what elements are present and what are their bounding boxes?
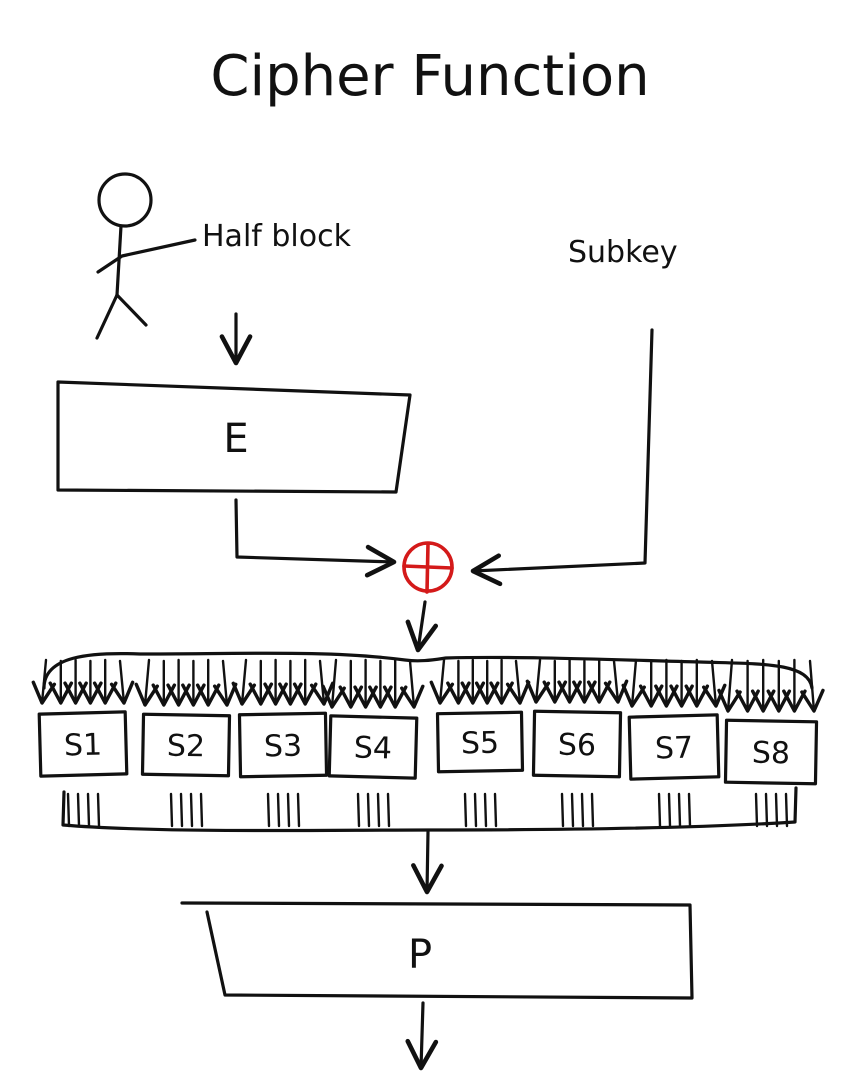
subkey-to-xor-arrow xyxy=(470,328,654,587)
sbox-output-tick xyxy=(86,792,91,828)
expansion-box: E xyxy=(56,380,412,494)
sbox-label: S5 xyxy=(461,726,500,762)
sbox-input-arrow xyxy=(717,658,742,713)
sbox-output-bus xyxy=(61,786,798,833)
person-icon xyxy=(95,172,197,340)
sbox-output-tick xyxy=(657,792,662,828)
expansion-label: E xyxy=(223,416,248,462)
sbox-input-bus xyxy=(42,651,814,690)
sbox-frame xyxy=(327,714,419,780)
sbox-input-arrow xyxy=(212,659,238,707)
subkey-label: Subkey xyxy=(568,235,678,270)
sbox-output-tick xyxy=(570,792,575,828)
permutation-label: P xyxy=(408,932,432,978)
sbox-output-tick xyxy=(493,792,498,828)
sbox-frame xyxy=(140,712,232,778)
sbox-5: S5 xyxy=(435,710,525,774)
sbox-2: S2 xyxy=(140,712,232,778)
sbox-output-tick xyxy=(580,792,585,828)
sbox-output-tick xyxy=(96,792,101,828)
sbox-label: S7 xyxy=(655,731,694,767)
sbox-output-tick xyxy=(276,792,281,828)
sbox-input-arrow xyxy=(400,659,425,709)
sbox-input-arrow xyxy=(109,659,135,705)
sbox-output-tick xyxy=(386,792,391,828)
sbox-input-arrow xyxy=(621,658,646,708)
sbox-output-tick xyxy=(590,792,595,828)
sbox-input-arrow xyxy=(309,659,335,706)
output-arrow xyxy=(405,1001,439,1071)
sbox-output-tick xyxy=(677,792,682,828)
sbox-frame xyxy=(37,710,129,778)
sbox-input-arrows xyxy=(31,658,825,713)
sbox-input-arrow xyxy=(31,658,57,705)
sbox-3: S3 xyxy=(237,711,329,779)
sbox-input-arrow xyxy=(702,659,727,708)
sbox-7: S7 xyxy=(627,713,721,781)
sbox-frame xyxy=(627,713,721,781)
sbox-output-tick xyxy=(199,792,204,828)
sbox-output-tick xyxy=(376,792,381,828)
half-block-label: Half block xyxy=(202,219,352,254)
expansion-to-xor-arrow xyxy=(234,498,397,578)
sbox-output-tick xyxy=(784,792,789,828)
sbox-output-tick xyxy=(179,792,184,828)
sbox-output-tick xyxy=(463,792,468,828)
sbox-8: S8 xyxy=(723,718,819,786)
sbox-label: S1 xyxy=(64,728,103,764)
sbox-input-arrow xyxy=(231,658,257,706)
sbox-input-arrow xyxy=(603,659,629,704)
sbox-output-tick xyxy=(76,792,81,828)
xor-to-sboxes-arrow xyxy=(405,600,439,653)
sbox-input-arrow xyxy=(525,658,551,704)
xor-icon xyxy=(402,541,454,594)
sbox-input-arrow xyxy=(429,658,455,705)
sbox-frame xyxy=(723,718,819,786)
sbox-input-arrow xyxy=(800,659,825,713)
sbox-output-tick xyxy=(774,792,779,828)
sbox-label: S2 xyxy=(167,729,206,765)
sbox-input-arrow xyxy=(505,659,531,705)
sbox-label: S3 xyxy=(264,729,303,765)
sbox-row: S1 S2 S3 S4 S5 S6 S7 S8 xyxy=(37,709,819,786)
sbox-output-tick xyxy=(266,792,271,828)
sbox-6: S6 xyxy=(531,709,623,779)
permutation-box: P xyxy=(180,901,694,1000)
sboxes-to-permutation-arrow xyxy=(411,830,444,895)
sbox-input-arrow xyxy=(321,658,346,709)
sbox-frame xyxy=(435,710,525,774)
sbox-output-tick xyxy=(473,792,478,828)
sbox-output-tick xyxy=(66,792,71,828)
sbox-frame xyxy=(531,709,623,779)
sbox-label: S8 xyxy=(752,736,791,772)
sbox-output-tick xyxy=(189,792,194,828)
sbox-output-tick xyxy=(169,792,174,828)
sbox-output-tick xyxy=(286,792,291,828)
sbox-label: S4 xyxy=(353,731,392,767)
sbox-1: S1 xyxy=(37,710,129,778)
sbox-output-tick xyxy=(687,792,692,828)
sbox-output-ticks xyxy=(66,792,789,828)
sbox-output-tick xyxy=(483,792,488,828)
sbox-output-tick xyxy=(764,792,769,828)
sbox-output-tick xyxy=(667,792,672,828)
sbox-output-tick xyxy=(366,792,371,828)
sbox-output-tick xyxy=(356,792,361,828)
sbox-output-tick xyxy=(754,792,759,828)
sbox-label: S6 xyxy=(558,728,597,764)
sbox-output-tick xyxy=(560,792,565,828)
sbox-4: S4 xyxy=(327,714,419,780)
sbox-frame xyxy=(237,711,329,779)
diagram-title: Cipher Function xyxy=(210,44,649,109)
sbox-output-tick xyxy=(296,792,301,828)
sbox-input-arrow xyxy=(134,658,159,707)
